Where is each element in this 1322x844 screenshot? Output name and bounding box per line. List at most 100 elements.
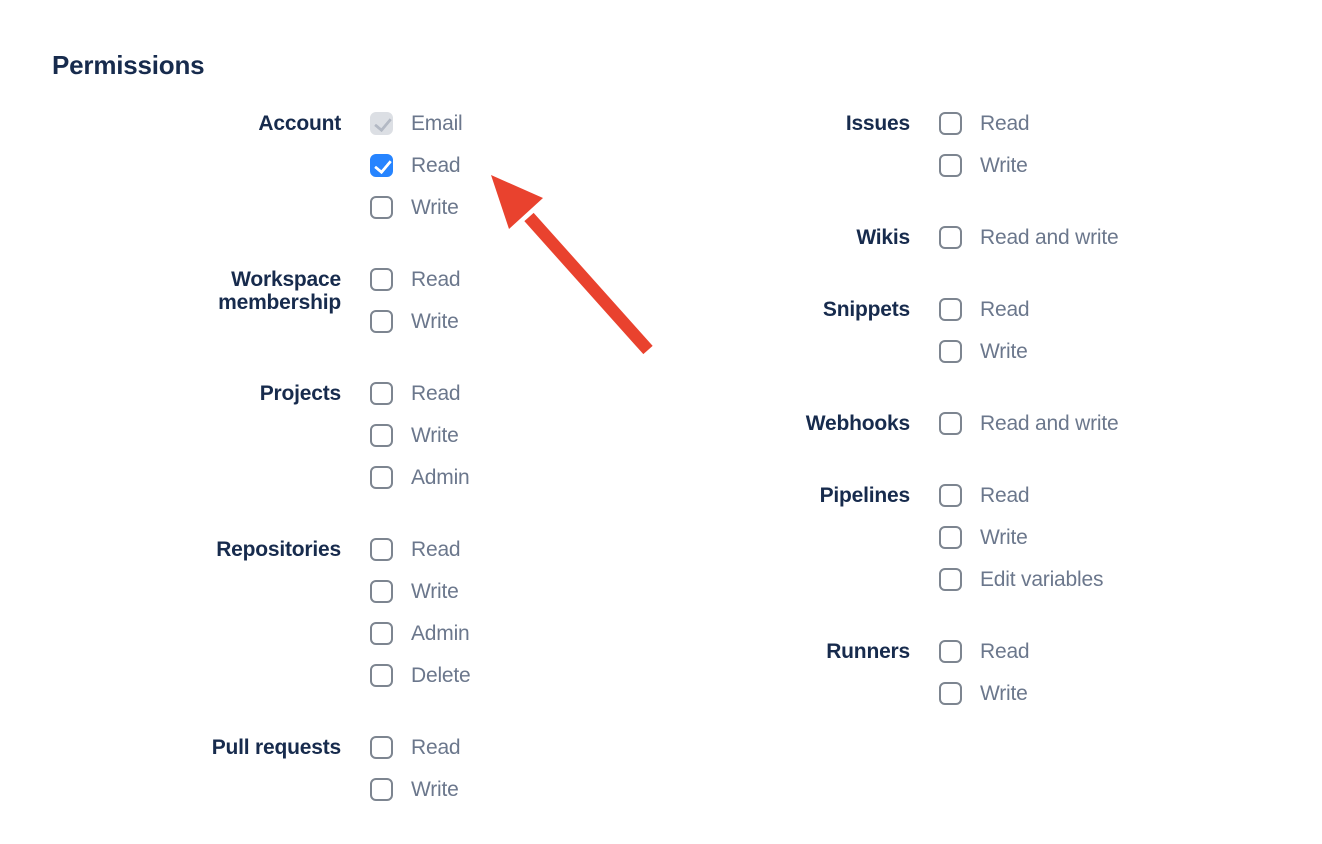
permission-group-label: Repositories [216,538,341,561]
permission-group: Issues Read Write [735,112,1118,177]
permission-option[interactable]: Edit variables [939,568,1103,591]
permission-option[interactable]: Write [370,196,463,219]
permission-group-label: Snippets [822,298,910,321]
permission-option[interactable]: Read [370,268,461,291]
permission-checkbox[interactable] [370,622,393,645]
permission-option-label: Read [980,298,1030,321]
permission-options: Read Write [370,268,461,333]
permission-option-label: Write [411,580,459,603]
permission-group: Snippets Read Write [735,298,1118,363]
permission-checkbox[interactable] [939,340,962,363]
permissions-columns: Account Email Read Write Workspace membe… [166,112,1119,801]
permission-option[interactable]: Write [939,154,1029,177]
permission-option-label: Read [411,538,461,561]
permission-group-label: Webhooks [805,412,910,435]
permission-option[interactable]: Write [370,580,471,603]
permission-option[interactable]: Write [370,310,460,333]
permission-option[interactable]: Read and write [939,412,1119,435]
permission-checkbox[interactable] [939,484,962,507]
permission-option[interactable]: Delete [370,664,471,687]
permission-checkbox[interactable] [939,682,962,705]
permission-option[interactable]: Read [370,538,471,561]
permission-option[interactable]: Read and write [939,226,1119,249]
permission-group-label: Runners [826,640,910,663]
permission-group: Account Email Read Write [166,112,570,219]
permission-group-label: Pull requests [211,736,341,759]
permission-group-label: Workspace membership [218,268,341,314]
permission-option[interactable]: Admin [370,622,471,645]
permission-checkbox[interactable] [939,412,962,435]
permission-option[interactable]: Read [370,382,470,405]
permission-checkbox[interactable] [939,226,962,249]
permission-option[interactable]: Read [370,736,461,759]
permission-option-label: Write [411,310,459,333]
permission-options: Read Write Edit variables [939,484,1103,591]
permission-checkbox[interactable] [370,154,393,177]
permission-group: Pull requests Read Write [166,736,570,801]
permission-option-label: Write [411,196,459,219]
permission-option-label: Read [411,268,461,291]
permission-checkbox[interactable] [370,466,393,489]
permission-option[interactable]: Write [370,778,460,801]
permission-group: Workspace membership Read Write [166,268,570,333]
permission-group: Pipelines Read Write Edit variables [735,484,1118,591]
permission-option[interactable]: Read [939,484,1103,507]
permission-option-label: Read [411,382,461,405]
permission-option-label: Read and write [980,412,1119,435]
permission-checkbox[interactable] [939,640,962,663]
permission-checkbox[interactable] [370,778,393,801]
permission-options: Read Write Admin [370,382,470,489]
permission-option-label: Email [411,112,463,135]
permission-option[interactable]: Write [939,526,1103,549]
permission-group: Wikis Read and write [735,226,1119,249]
permission-checkbox[interactable] [370,268,393,291]
permission-options: Read Write Admin Delete [370,538,471,687]
permission-checkbox[interactable] [939,526,962,549]
permission-group-label: Wikis [856,226,910,249]
permission-option[interactable]: Write [939,340,1029,363]
permission-option-label: Read [411,154,461,177]
permission-checkbox[interactable] [370,580,393,603]
permission-option[interactable]: Write [939,682,1029,705]
permission-option-label: Read [411,736,461,759]
permission-checkbox[interactable] [370,664,393,687]
page-title: Permissions [52,50,205,80]
permission-options: Email Read Write [370,112,463,219]
permission-option-label: Write [980,682,1028,705]
permission-option[interactable]: Read [939,112,1030,135]
permission-group: Repositories Read Write Admin Delete [166,538,570,687]
permission-option[interactable]: Write [370,424,470,447]
permission-options: Read Write [939,112,1030,177]
permission-options: Read Write [939,298,1030,363]
permission-checkbox[interactable] [370,310,393,333]
permission-option-label: Admin [411,622,470,645]
permission-checkbox[interactable] [939,112,962,135]
permission-option[interactable]: Read [370,154,463,177]
permission-option-label: Read and write [980,226,1119,249]
permission-option-label: Read [980,640,1030,663]
permission-option-label: Write [411,424,459,447]
permission-option-label: Edit variables [980,568,1104,591]
permission-option-label: Admin [411,466,470,489]
permission-checkbox[interactable] [939,298,962,321]
permission-checkbox[interactable] [939,154,962,177]
permission-group: Projects Read Write Admin [166,382,570,489]
permission-checkbox[interactable] [370,196,393,219]
permissions-column-right: Issues Read Write Wikis Read and write S… [735,112,1119,705]
permission-options: Read and write [939,412,1119,435]
permission-checkbox[interactable] [939,568,962,591]
permission-option[interactable]: Admin [370,466,470,489]
permission-option[interactable]: Read [939,640,1030,663]
permission-group-label: Projects [259,382,341,405]
permission-checkbox[interactable] [370,538,393,561]
permission-group: Webhooks Read and write [735,412,1119,435]
permission-checkbox[interactable] [370,424,393,447]
permission-checkbox[interactable] [370,382,393,405]
permission-option-label: Write [980,154,1028,177]
permission-checkbox[interactable] [370,736,393,759]
permission-option[interactable]: Read [939,298,1030,321]
permission-group-label: Pipelines [819,484,911,507]
permission-group-label: Issues [845,112,910,135]
permission-options: Read and write [939,226,1119,249]
